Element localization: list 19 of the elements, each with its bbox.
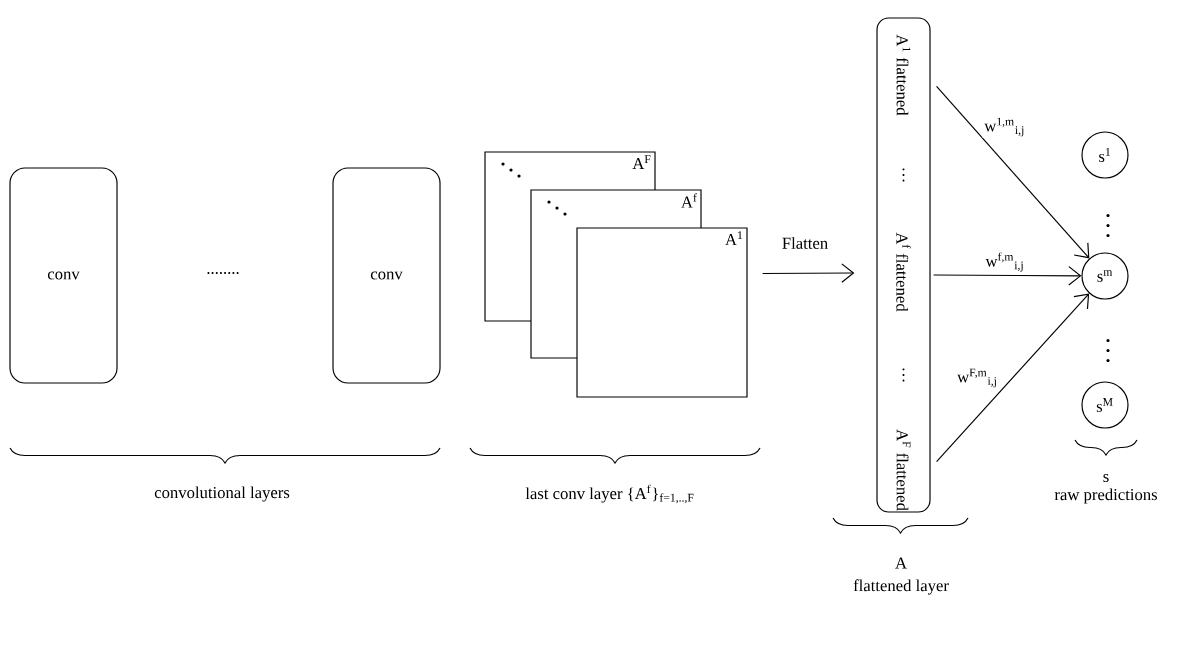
brace-label: A xyxy=(895,557,907,569)
arrow xyxy=(936,293,1090,463)
layer-box: conv xyxy=(9,167,118,384)
arrow xyxy=(762,263,855,283)
edge-label: w$^{1,m}$i,j xyxy=(982,115,1027,139)
ellipsis-text: ........ xyxy=(207,272,239,274)
edge-label: w$^{f,m}$i,j xyxy=(983,250,1027,274)
arrow xyxy=(936,85,1090,259)
layer-box: conv xyxy=(332,167,441,384)
brace-label: convolutional layers xyxy=(154,486,290,502)
flattened-layer-box: A$^{1}$ flattened … A$^{f}$ flattened … A$^{F}$ flattened xyxy=(876,17,931,513)
edge-label: w$^{F,m}$i,j xyxy=(955,367,1000,389)
brace-label: raw predictions xyxy=(1054,488,1157,504)
brace-label: s xyxy=(1103,474,1109,482)
feature-map: A$^{1}$ xyxy=(576,227,748,398)
edge-label: Flatten xyxy=(780,235,830,251)
arrow xyxy=(933,266,1082,286)
brace-label: last conv layer {A$^{f}$}$_{f=1,..,F}$ xyxy=(525,484,694,504)
brace-label: flattened layer xyxy=(853,579,949,595)
